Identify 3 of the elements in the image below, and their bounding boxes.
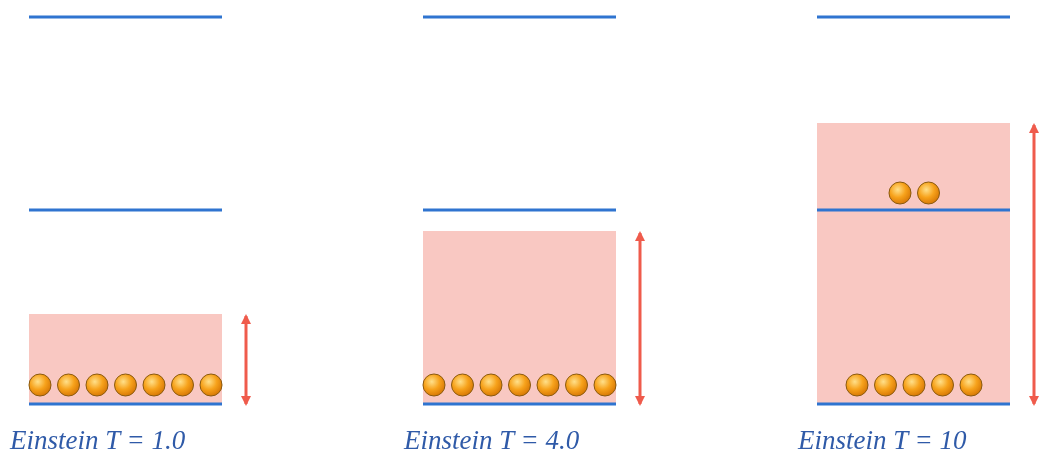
panel-caption: Einstein T = 1.0	[10, 424, 186, 456]
panel-caption: Einstein T = 4.0	[404, 424, 580, 456]
panel-caption: Einstein T = 10	[798, 424, 967, 456]
